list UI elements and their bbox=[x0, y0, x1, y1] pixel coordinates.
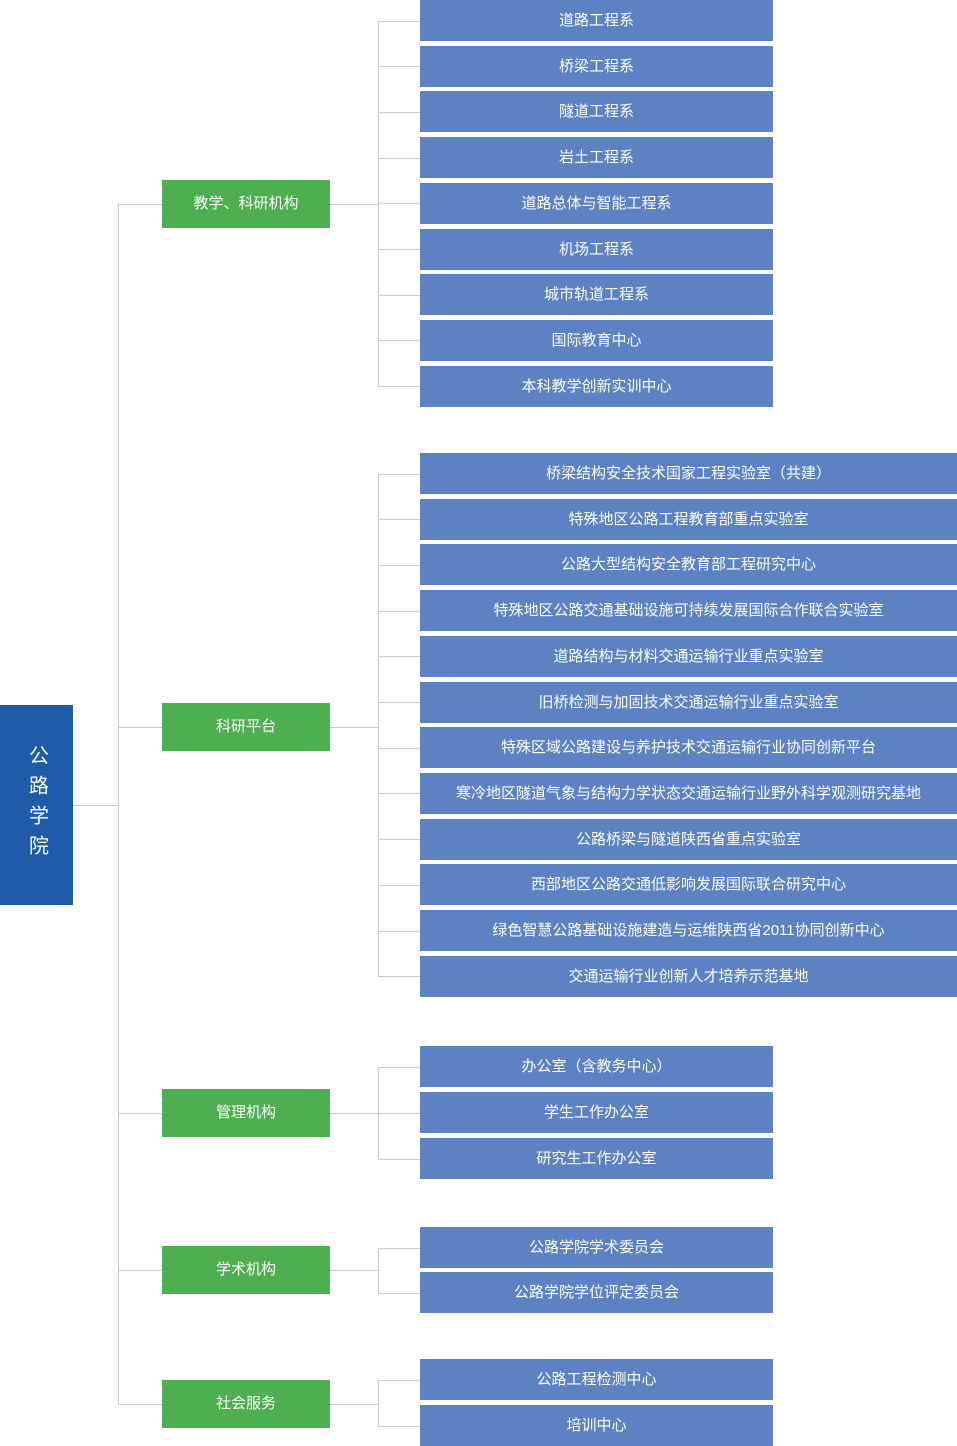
connector-line bbox=[378, 386, 420, 387]
connector-line bbox=[118, 1113, 162, 1114]
connector-line bbox=[378, 112, 420, 113]
org-node-child: 本科教学创新实训中心 bbox=[420, 366, 773, 407]
connector-line bbox=[378, 611, 420, 612]
connector-line bbox=[378, 931, 420, 932]
connector-line bbox=[378, 158, 420, 159]
connector-line bbox=[118, 727, 162, 728]
org-node-child: 道路结构与材料交通运输行业重点实验室 bbox=[420, 636, 957, 677]
org-node-child: 西部地区公路交通低影响发展国际联合研究中心 bbox=[420, 864, 957, 905]
org-node-child: 旧桥检测与加固技术交通运输行业重点实验室 bbox=[420, 682, 957, 723]
org-node-child: 办公室（含教务中心） bbox=[420, 1046, 773, 1087]
connector-line bbox=[378, 793, 420, 794]
connector-line bbox=[378, 702, 420, 703]
connector-line bbox=[330, 204, 378, 205]
category-node: 科研平台 bbox=[162, 703, 330, 751]
org-node-child: 公路学院学术委员会 bbox=[420, 1227, 773, 1268]
connector-line bbox=[330, 1270, 378, 1271]
org-node-child: 隧道工程系 bbox=[420, 91, 773, 132]
connector-line bbox=[118, 204, 119, 1404]
connector-line bbox=[378, 1113, 420, 1114]
connector-line bbox=[378, 656, 420, 657]
connector-line bbox=[118, 1270, 162, 1271]
org-node-child: 绿色智慧公路基础设施建造与运维陕西省2011协同创新中心 bbox=[420, 910, 957, 951]
org-node-child: 公路大型结构安全教育部工程研究中心 bbox=[420, 544, 957, 585]
org-node-child: 学生工作办公室 bbox=[420, 1092, 773, 1133]
org-node-child: 道路总体与智能工程系 bbox=[420, 183, 773, 224]
connector-line bbox=[378, 839, 420, 840]
category-node: 管理机构 bbox=[162, 1089, 330, 1137]
connector-line bbox=[378, 565, 420, 566]
connector-line bbox=[378, 1159, 420, 1160]
org-node-child: 道路工程系 bbox=[420, 0, 773, 41]
org-node-child: 特殊地区公路工程教育部重点实验室 bbox=[420, 499, 957, 540]
org-node-child: 公路学院学位评定委员会 bbox=[420, 1272, 773, 1313]
connector-line bbox=[378, 340, 420, 341]
connector-line bbox=[378, 519, 420, 520]
connector-line bbox=[378, 1293, 420, 1294]
org-node-child: 桥梁工程系 bbox=[420, 46, 773, 87]
connector-line bbox=[378, 249, 420, 250]
org-node-child: 特殊区域公路建设与养护技术交通运输行业协同创新平台 bbox=[420, 727, 957, 768]
category-node: 教学、科研机构 bbox=[162, 180, 330, 228]
connector-line bbox=[378, 21, 420, 22]
org-node-child: 研究生工作办公室 bbox=[420, 1138, 773, 1179]
connector-line bbox=[378, 474, 379, 977]
org-node-child: 城市轨道工程系 bbox=[420, 274, 773, 315]
connector-line bbox=[378, 66, 420, 67]
connector-line bbox=[378, 1426, 420, 1427]
connector-line bbox=[330, 727, 378, 728]
connector-line bbox=[73, 805, 118, 806]
category-node: 学术机构 bbox=[162, 1246, 330, 1294]
org-node-child: 特殊地区公路交通基础设施可持续发展国际合作联合实验室 bbox=[420, 590, 957, 631]
connector-line bbox=[378, 748, 420, 749]
connector-line bbox=[378, 1067, 420, 1068]
org-node-child: 国际教育中心 bbox=[420, 320, 773, 361]
org-node-child: 交通运输行业创新人才培养示范基地 bbox=[420, 956, 957, 997]
connector-line bbox=[378, 203, 420, 204]
connector-line bbox=[378, 885, 420, 886]
connector-line bbox=[378, 295, 420, 296]
org-node-child: 寒冷地区隧道气象与结构力学状态交通运输行业野外科学观测研究基地 bbox=[420, 773, 957, 814]
connector-line bbox=[378, 1248, 379, 1293]
connector-line bbox=[118, 204, 162, 205]
org-node-child: 桥梁结构安全技术国家工程实验室（共建） bbox=[420, 453, 957, 494]
connector-line bbox=[378, 1380, 420, 1381]
connector-line bbox=[330, 1113, 378, 1114]
org-node-child: 培训中心 bbox=[420, 1405, 773, 1446]
org-node-child: 公路工程检测中心 bbox=[420, 1359, 773, 1400]
connector-line bbox=[378, 474, 420, 475]
org-node-child: 公路桥梁与隧道陕西省重点实验室 bbox=[420, 819, 957, 860]
connector-line bbox=[330, 1404, 378, 1405]
connector-line bbox=[378, 1248, 420, 1249]
connector-line bbox=[378, 1380, 379, 1426]
connector-line bbox=[378, 976, 420, 977]
org-node-child: 岩土工程系 bbox=[420, 137, 773, 178]
org-node-child: 机场工程系 bbox=[420, 229, 773, 270]
connector-line bbox=[378, 21, 379, 387]
connector-line bbox=[118, 1404, 162, 1405]
category-node: 社会服务 bbox=[162, 1380, 330, 1428]
root-node: 公路学院 bbox=[0, 705, 73, 905]
